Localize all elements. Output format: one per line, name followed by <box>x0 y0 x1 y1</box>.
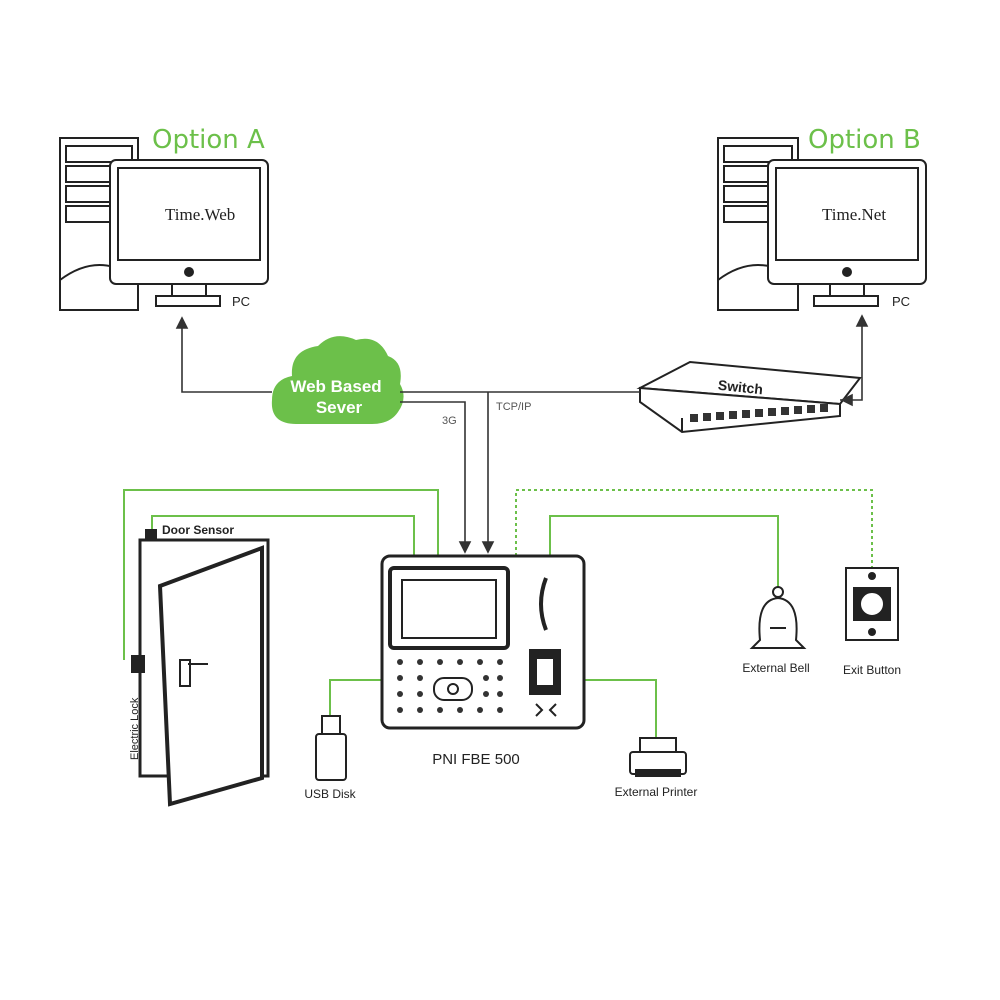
bell-label: External Bell <box>742 661 809 675</box>
usb-label: USB Disk <box>304 787 356 801</box>
option-a-pc-label: PC <box>232 294 250 309</box>
network-lines <box>175 314 869 554</box>
door-sensor-label: Door Sensor <box>162 523 234 537</box>
option-b-title: Option B <box>808 125 921 155</box>
switch-label: Switch <box>717 377 764 398</box>
usb-disk-icon <box>315 715 347 781</box>
monitor-icon <box>109 159 269 307</box>
option-a-screen-text: Time.Web <box>165 205 235 224</box>
option-b-pc: Option B Time.Net PC <box>717 125 927 311</box>
green-wires <box>123 489 873 738</box>
option-a-pc: Option A Time.Web PC <box>59 125 269 311</box>
bell-icon <box>749 586 807 649</box>
electric-lock-label: Electric Lock <box>129 697 141 760</box>
option-b-pc-label: PC <box>892 294 910 309</box>
door-leaf-icon <box>157 545 264 807</box>
face-recognition-sensor-icon <box>539 577 548 631</box>
link-3g-label: 3G <box>442 415 457 427</box>
option-b-screen-text: Time.Net <box>822 205 886 224</box>
exit-button-label: Exit Button <box>843 663 901 677</box>
network-switch: Switch <box>636 360 862 434</box>
keypad <box>397 659 503 713</box>
door <box>131 529 270 807</box>
monitor-icon <box>767 159 927 307</box>
exit-button-icon <box>845 567 899 641</box>
printer-icon <box>629 737 687 777</box>
option-a-title: Option A <box>152 125 265 155</box>
link-tcpip-label: TCP/IP <box>496 401 531 413</box>
cloud-line-1: Web Based <box>290 377 381 396</box>
printer-label: External Printer <box>615 785 698 799</box>
cloud-icon <box>271 336 404 424</box>
pni-fbe-500-device <box>380 554 586 730</box>
web-server-cloud: Web Based Sever <box>271 336 404 424</box>
device-label: PNI FBE 500 <box>432 751 520 768</box>
cloud-line-2: Sever <box>316 398 363 417</box>
